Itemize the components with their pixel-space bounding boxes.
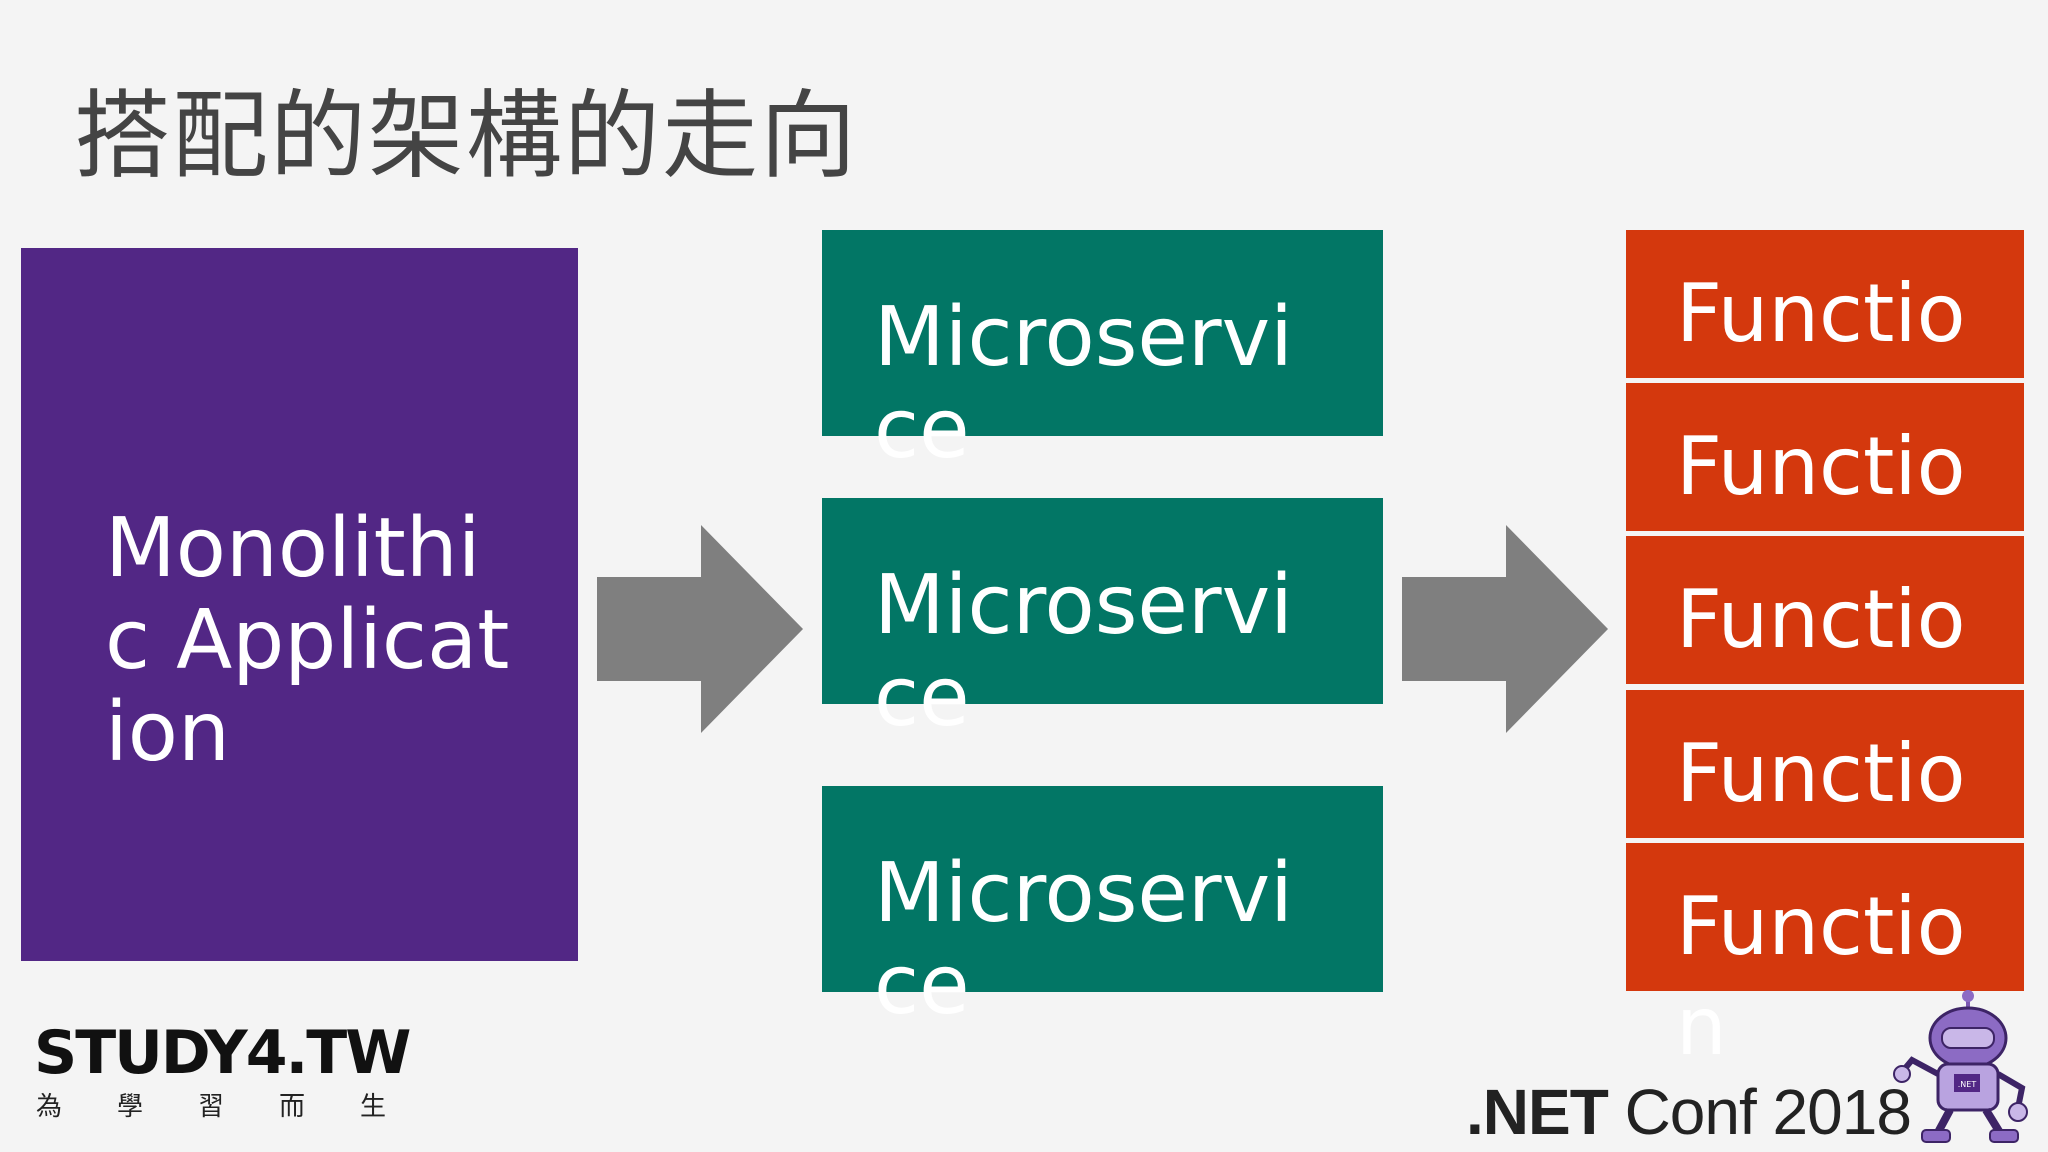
study4-logo-tagline: 為 學 習 而 生 [36, 1086, 386, 1123]
study4-tagline-char: 而 [278, 1092, 305, 1122]
study4-tagline-char: 習 [197, 1092, 224, 1122]
netconf-logo-net: .NET [1466, 1076, 1609, 1148]
netconf-logo: .NET Conf 2018 [1466, 1075, 1912, 1149]
arrow-right-icon [1402, 525, 1608, 733]
study4-tagline-char: 生 [359, 1092, 386, 1122]
arrow-shape [1402, 525, 1608, 733]
microservice-box-3: Microservice [822, 786, 1383, 1032]
function-box-5: Function [1626, 843, 2024, 1073]
function-box-4: Function [1626, 690, 2024, 920]
microservice-label-2: Microservice [874, 558, 1293, 745]
microservice-label-1: Microservice [874, 290, 1293, 477]
microservice-box-2: Microservice [822, 498, 1383, 744]
slide-title: 搭配的架構的走向 [74, 80, 858, 192]
monolithic-application-box: Monolithic Application [21, 248, 578, 961]
microservice-label-3: Microservice [874, 846, 1293, 1033]
study4-logo: STUDY4.TW 為 學 習 而 生 [34, 1018, 411, 1122]
microservice-box-1: Microservice [822, 230, 1383, 476]
arrow-shape [597, 525, 803, 733]
arrow-right-icon [597, 525, 803, 733]
dotnet-bot-mascot-icon: .NET [1893, 990, 2028, 1143]
study4-tagline-char: 學 [116, 1092, 143, 1122]
function-box-2: Function [1626, 383, 2024, 613]
monolithic-application-label: Monolithic Application [105, 501, 510, 780]
dotnet-bot-badge: .NET [1958, 1080, 1977, 1089]
study4-tagline-char: 為 [36, 1092, 63, 1122]
study4-logo-name: STUDY4.TW [34, 1018, 411, 1088]
function-label-5: Function [1676, 880, 1966, 1073]
netconf-logo-rest: Conf 2018 [1607, 1076, 1912, 1148]
function-box-3: Function [1626, 536, 2024, 766]
function-box-1: Function [1626, 230, 2024, 460]
